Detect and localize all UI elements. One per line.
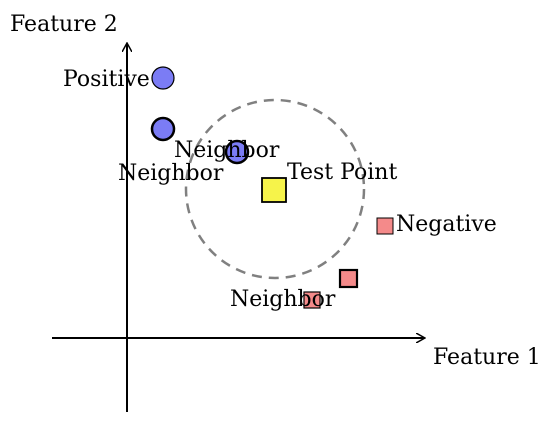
y-axis-label: Feature 2 (10, 12, 118, 37)
positive-point (151, 66, 175, 90)
neighborhood-circle (184, 98, 366, 280)
test-point-square (261, 177, 287, 203)
neighbor-label-negative: Neighbor (230, 287, 336, 312)
negative-neighbor-point (303, 291, 321, 309)
test-point-label: Test Point (287, 160, 397, 185)
positive-neighbor-point (150, 116, 176, 142)
negative-neighbor-point (338, 268, 359, 289)
x-axis-label: Feature 1 (433, 345, 541, 370)
neighbor-label-positive-left: Neighbor (118, 161, 224, 186)
positive-neighbor-point (224, 139, 250, 165)
negative-label: Negative (396, 212, 497, 237)
positive-label: Positive (63, 67, 150, 92)
neighbor-label-positive-top: Neighbor (174, 138, 280, 163)
negative-point (376, 217, 394, 235)
